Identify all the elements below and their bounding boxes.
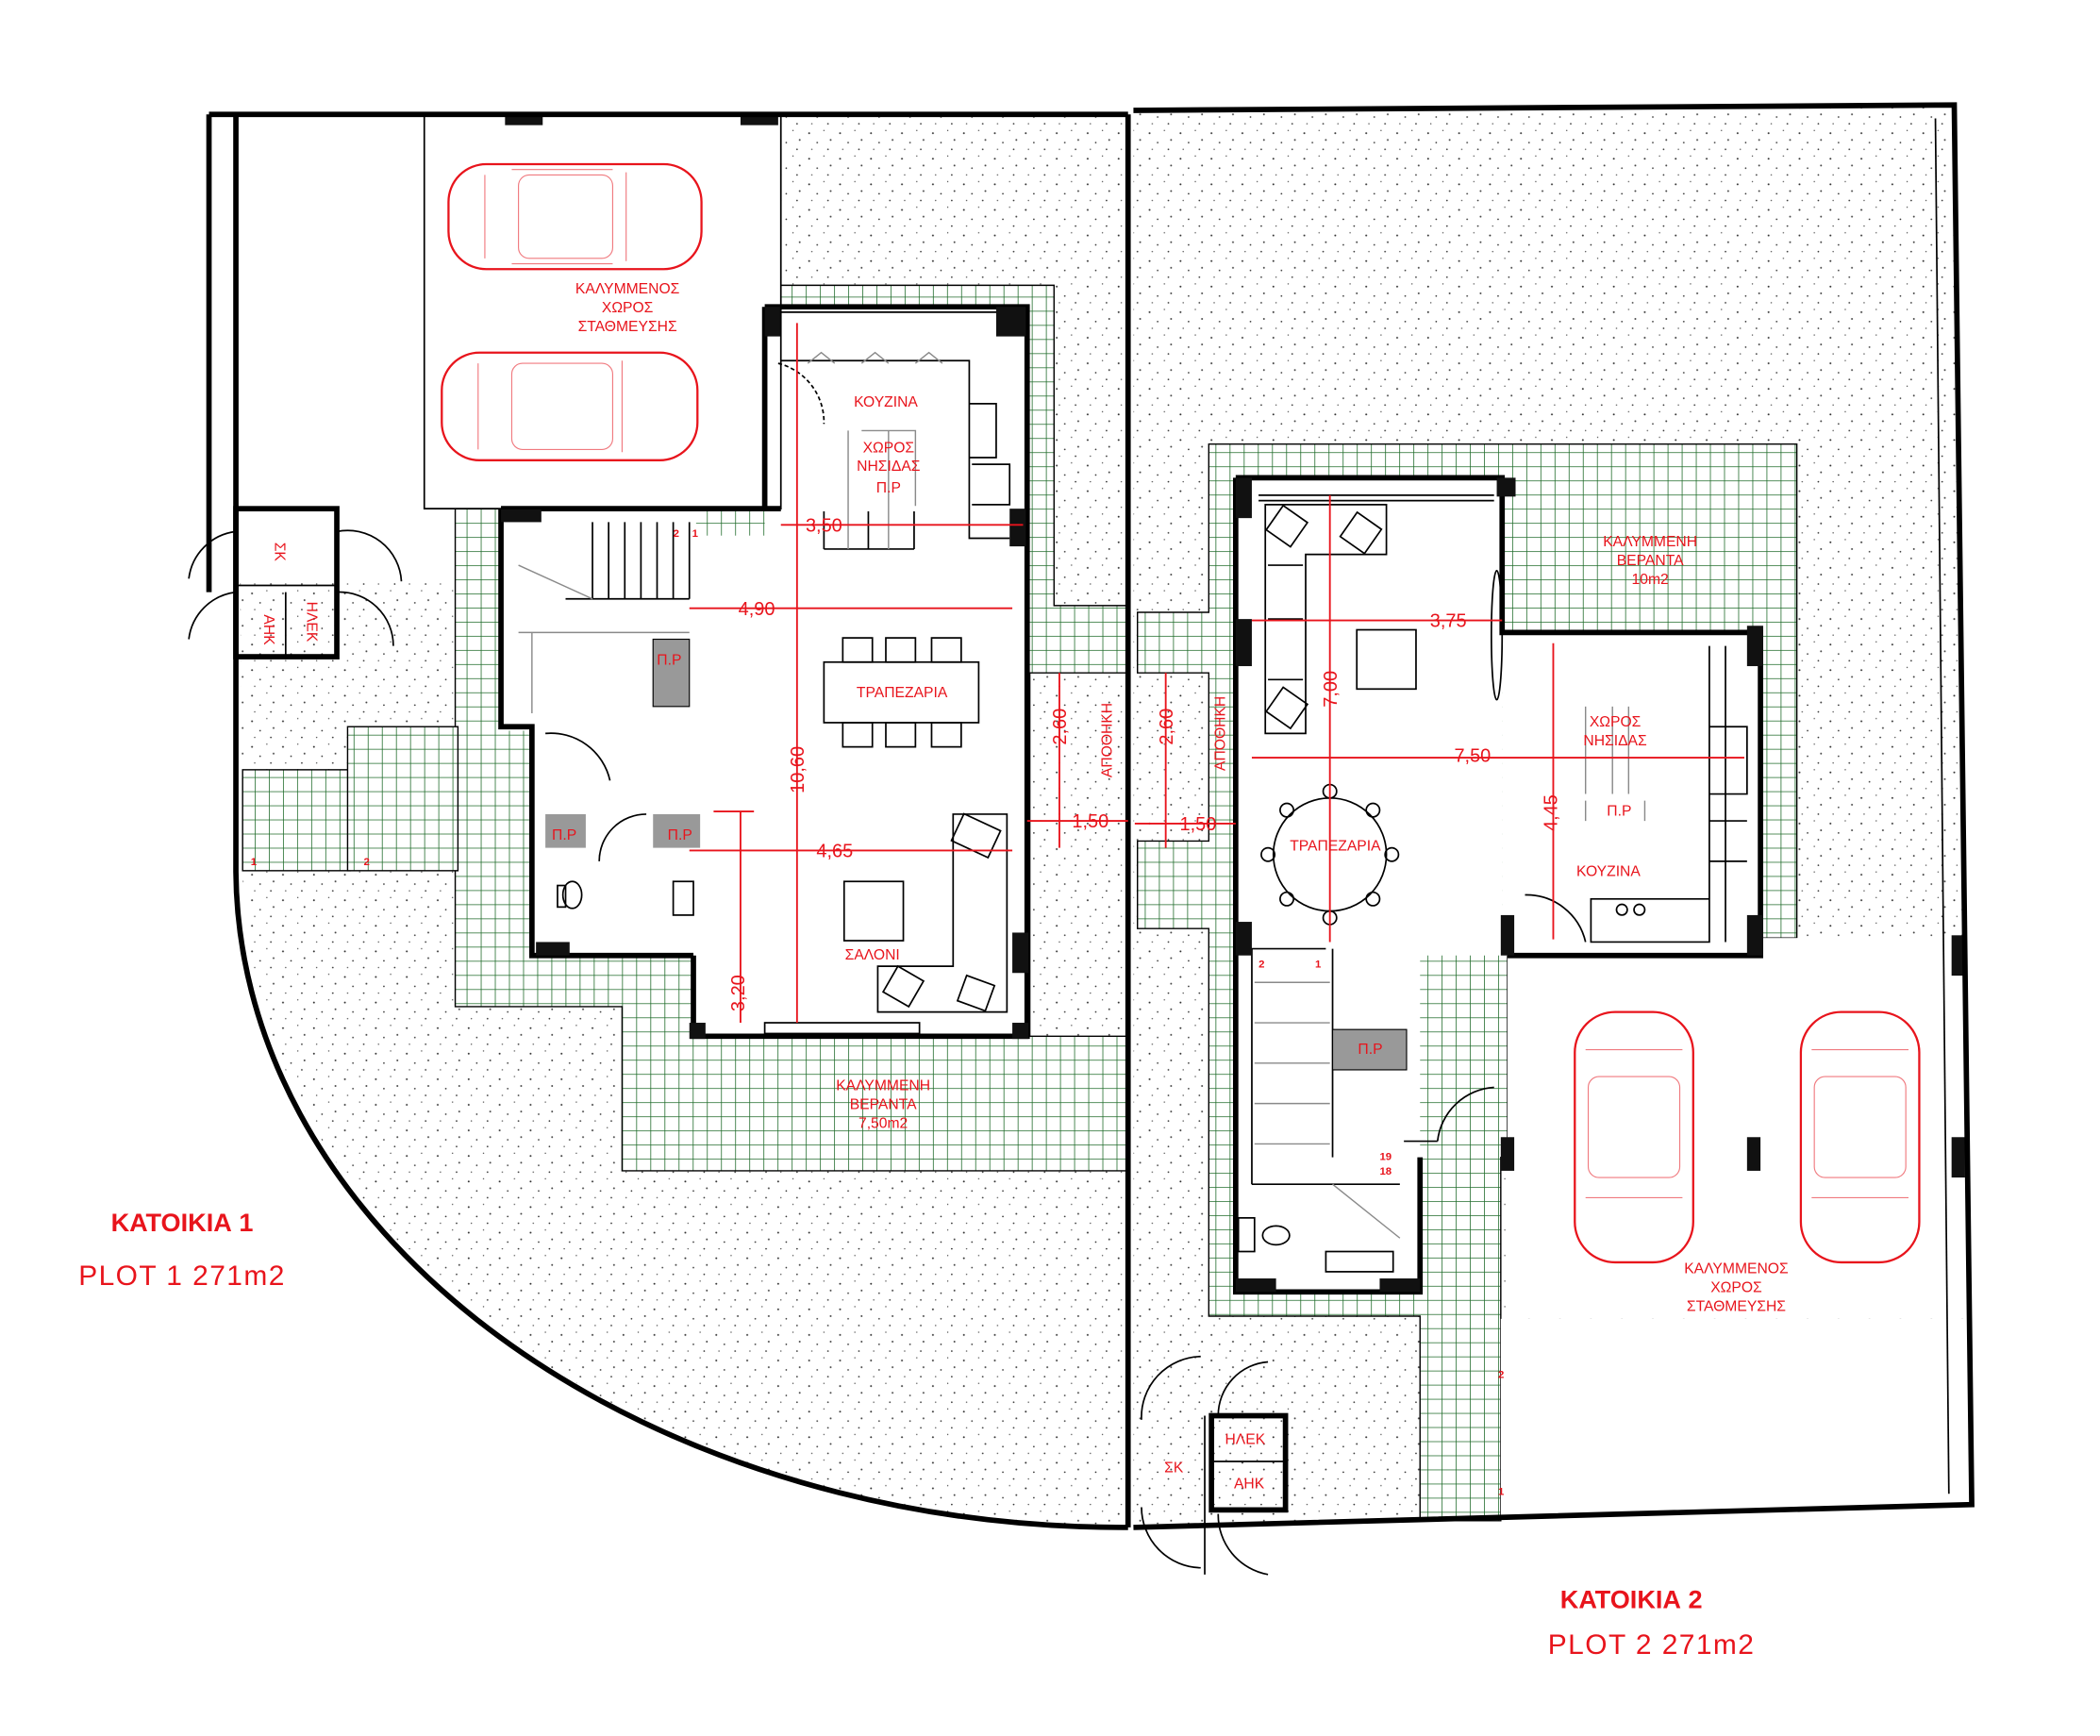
- dimension-label: 10,60: [788, 746, 808, 793]
- dimension-label: 3,50: [806, 515, 842, 536]
- veranda-label-2: ΒΕΡΑΝΤΑ: [850, 1096, 917, 1112]
- plot-2-area: PLOT 2 271m2: [1548, 1629, 1756, 1661]
- dimension-lines: [689, 323, 1744, 1024]
- veranda-label-3: 10m2: [1632, 572, 1669, 588]
- island-label-2: ΝΗΣΙΔΑΣ: [857, 459, 921, 475]
- veranda-label-1: ΚΑΛΥΜΜΕΝΗ: [836, 1077, 930, 1093]
- pr-label: Π.Ρ: [552, 827, 576, 843]
- dimension-label: 1,50: [1072, 811, 1108, 832]
- island-label-2: ΝΗΣΙΔΑΣ: [1583, 733, 1647, 749]
- step-number: 18: [1379, 1166, 1392, 1177]
- pr-label: Π.Ρ: [1358, 1042, 1382, 1058]
- house-2-title: ΚΑΤΟΙΚΙΑ 2: [1560, 1584, 1703, 1613]
- dining-label: ΤΡΑΠΕΖΑΡΙΑ: [1290, 838, 1381, 854]
- sk-label: ΣΚ: [271, 542, 287, 562]
- sofa-1: [876, 813, 1008, 1013]
- pr-label: Π.Ρ: [1607, 803, 1631, 819]
- step-number: 1: [692, 528, 699, 540]
- ilek-label: ΗΛΕΚ: [1225, 1431, 1265, 1447]
- ilek-label: ΗΛΕΚ: [304, 602, 320, 643]
- step-number: 1: [1315, 960, 1322, 971]
- meter-boxes-2: [1141, 1355, 1289, 1576]
- car-1b: [441, 351, 699, 461]
- dimension-label: 1,50: [1179, 814, 1216, 835]
- dimension-label: 4,45: [1542, 794, 1562, 831]
- storage-label: ΑΠΟΘΗΚΗ: [1212, 696, 1228, 771]
- dimension-label: 3,20: [728, 975, 749, 1011]
- step-number: 19: [1379, 1152, 1392, 1163]
- covered-parking-1: [236, 114, 781, 509]
- walls-house-2: [1232, 475, 1965, 1295]
- dining-label: ΤΡΑΠΕΖΑΡΙΑ: [857, 685, 948, 701]
- sk-label: ΣΚ: [1164, 1460, 1184, 1476]
- aik-label: ΑΗΚ: [260, 614, 276, 645]
- dimension-label: 2,60: [1157, 709, 1177, 745]
- step-number: 1: [251, 857, 258, 868]
- house-2-interior: [1235, 477, 1761, 1293]
- kitchen-label: ΚΟΥΖΙΝΑ: [854, 394, 918, 410]
- dimension-label: 4,90: [739, 599, 775, 620]
- dimension-label: 4,65: [816, 842, 853, 862]
- walls-house-1: [498, 114, 1030, 1040]
- car-1a: [447, 162, 703, 271]
- kitchen-label: ΚΟΥΖΙΝΑ: [1576, 864, 1641, 880]
- plot-1-area: PLOT 1 271m2: [78, 1260, 286, 1292]
- veranda-label-1: ΚΑΛΥΜΜΕΝΗ: [1603, 534, 1697, 550]
- house-1-title: ΚΑΤΟΙΚΙΑ 1: [111, 1208, 254, 1237]
- parking-label-2: ΧΩΡΟΣ: [602, 300, 654, 316]
- parking-label-2: ΧΩΡΟΣ: [1710, 1279, 1762, 1295]
- step-number: 2: [1258, 960, 1264, 971]
- car-2a: [1574, 1010, 1694, 1264]
- storage-label: ΑΠΟΘΗΚΗ: [1100, 703, 1116, 777]
- pr-label: Π.Ρ: [657, 653, 681, 669]
- island-label-3: Π.Ρ: [876, 480, 901, 496]
- dimension-label: 3,75: [1430, 611, 1467, 632]
- parking-label-3: ΣΤΑΘΜΕΥΣΗΣ: [578, 319, 677, 335]
- labels-plot-1: ΚΑΛΥΜΜΕΝΟΣ ΧΩΡΟΣ ΣΤΑΘΜΕΥΣΗΣ ΚΟΥΖΙΝΑ ΧΩΡΟ…: [78, 281, 1115, 1292]
- step-number: 1: [1498, 1487, 1505, 1498]
- dimension-label: 2,60: [1050, 709, 1071, 745]
- step-number: 2: [674, 528, 679, 540]
- car-2b: [1799, 1010, 1921, 1264]
- step-number: 2: [364, 857, 370, 868]
- labels-plot-2: ΚΑΛΥΜΜΕΝΗ ΒΕΡΑΝΤΑ 10m2 ΧΩΡΟΣ ΝΗΣΙΔΑΣ Π.Ρ…: [1157, 534, 1789, 1661]
- veranda-label-3: 7,50m2: [858, 1115, 908, 1131]
- living-label: ΣΑΛΟΝΙ: [845, 947, 900, 963]
- veranda-label-2: ΒΕΡΑΝΤΑ: [1617, 553, 1684, 569]
- covered-parking-2: [1507, 938, 1973, 1319]
- island-label-1: ΧΩΡΟΣ: [863, 440, 915, 456]
- parking-label-1: ΚΑΛΥΜΜΕΝΟΣ: [575, 281, 680, 297]
- aik-label: ΑΗΚ: [1234, 1477, 1265, 1493]
- parking-label-3: ΣΤΑΘΜΕΥΣΗΣ: [1687, 1298, 1786, 1314]
- plot-1-boundary: [206, 111, 1128, 1530]
- parking-label-1: ΚΑΛΥΜΜΕΝΟΣ: [1684, 1260, 1789, 1277]
- dimension-label: 7,00: [1321, 671, 1342, 708]
- step-number: 2: [1498, 1370, 1504, 1381]
- dimension-label: 7,50: [1454, 745, 1491, 766]
- plot-1: [188, 111, 1129, 1530]
- pr-label: Π.Ρ: [668, 827, 692, 843]
- plot-2: [1125, 102, 1975, 1576]
- island-label-1: ΧΩΡΟΣ: [1590, 714, 1642, 730]
